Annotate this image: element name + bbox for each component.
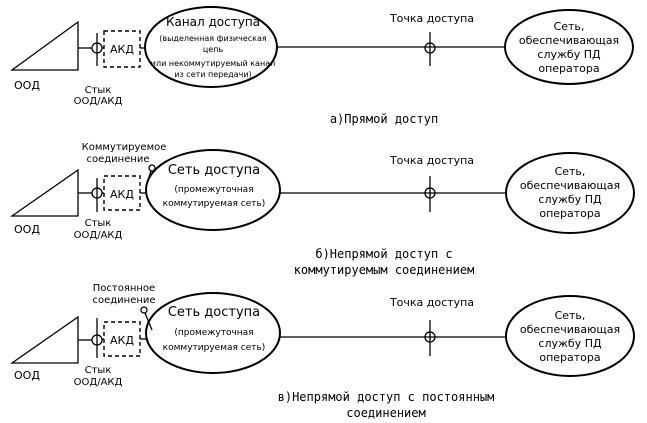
access-point-junction [424,331,436,343]
channel-line-4: из сети передачи) [174,70,251,79]
operator-network-ellipse [504,9,634,85]
interface-label-2: ООД/АКД [74,230,123,241]
network-line-2: обеспечивающая [520,323,620,336]
access-net-line-1: (промежуточная [174,328,253,338]
connection-marker [148,164,156,172]
interface-label-2: ООД/АКД [74,96,123,107]
network-line-4: оператора [538,62,599,75]
ood-label: ООД [14,369,40,382]
channel-title: Канал доступа [166,15,260,29]
network-line-3: службу ПД [538,193,602,206]
connection-marker [140,306,148,314]
ood-terminal-shape [9,168,79,217]
akd-label: АКД [110,334,134,347]
switched-connection-label-1: Коммутируемое [82,142,167,153]
ood-label: ООД [14,223,40,236]
channel-line-1: (выделенная физическая [159,34,267,43]
network-line-3: службу ПД [537,48,601,61]
permanent-connection-label-1: Постоянное [93,283,155,294]
interface-junction [91,334,103,346]
network-line-4: оператора [539,351,600,364]
panel-c: Постоянное соединение ООД АКД Стык ООД/А… [9,283,635,420]
access-net-title: Сеть доступа [168,163,260,178]
channel-line-2: цепь [203,45,224,54]
access-point-label: Точка доступа [389,12,474,25]
caption-c-1: в)Непрямой доступ с постоянным [278,390,495,404]
network-line-4: оператора [539,207,600,220]
operator-network-ellipse [505,152,635,234]
network-line-3: службу ПД [538,337,602,350]
access-point-junction [424,187,436,199]
akd-label: АКД [110,188,134,201]
network-line-1: Сеть, [555,309,586,322]
panel-a: ООД АКД Стык ООД/АКД Канал доступа (выде… [10,6,634,126]
access-net-line-1: (промежуточная [174,185,253,195]
permanent-connection-label-2: соединение [92,295,155,306]
akd-box [103,30,141,68]
network-line-1: Сеть, [555,165,586,178]
network-line-1: Сеть, [554,20,585,33]
access-point-junction [424,42,436,54]
ood-terminal-shape [9,315,79,364]
access-net-line-2: коммутируемая сеть) [163,343,266,353]
channel-line-3: или некоммутируемый канал [151,59,275,68]
ood-terminal-shape [10,20,79,71]
akd-label: АКД [110,43,134,56]
interface-label-1: Стык [85,218,112,229]
operator-network-ellipse [505,295,635,377]
ood-label: ООД [14,79,40,92]
interface-label-2: ООД/АКД [74,377,123,388]
switched-connection-label-2: соединение [86,154,149,165]
panel-b: Коммутируемое соединение ООД АКД Стык ОО… [9,142,635,277]
access-net-title: Сеть доступа [168,305,260,320]
network-line-2: обеспечивающая [519,34,619,47]
access-point-label: Точка доступа [389,154,474,167]
access-net-line-2: коммутируемая сеть) [163,199,266,209]
caption-c-2: соединением [346,406,425,420]
access-network-ellipse [145,292,281,374]
caption-b-1: б)Непрямой доступ с [315,247,452,261]
interface-label-1: Стык [85,365,112,376]
caption-a: а)Прямой доступ [330,112,438,126]
network-line-2: обеспечивающая [520,179,620,192]
access-point-label: Точка доступа [389,296,474,309]
caption-b-2: коммутируемым соединением [294,263,475,277]
interface-label-1: Стык [85,85,112,96]
access-network-ellipse [145,149,281,231]
